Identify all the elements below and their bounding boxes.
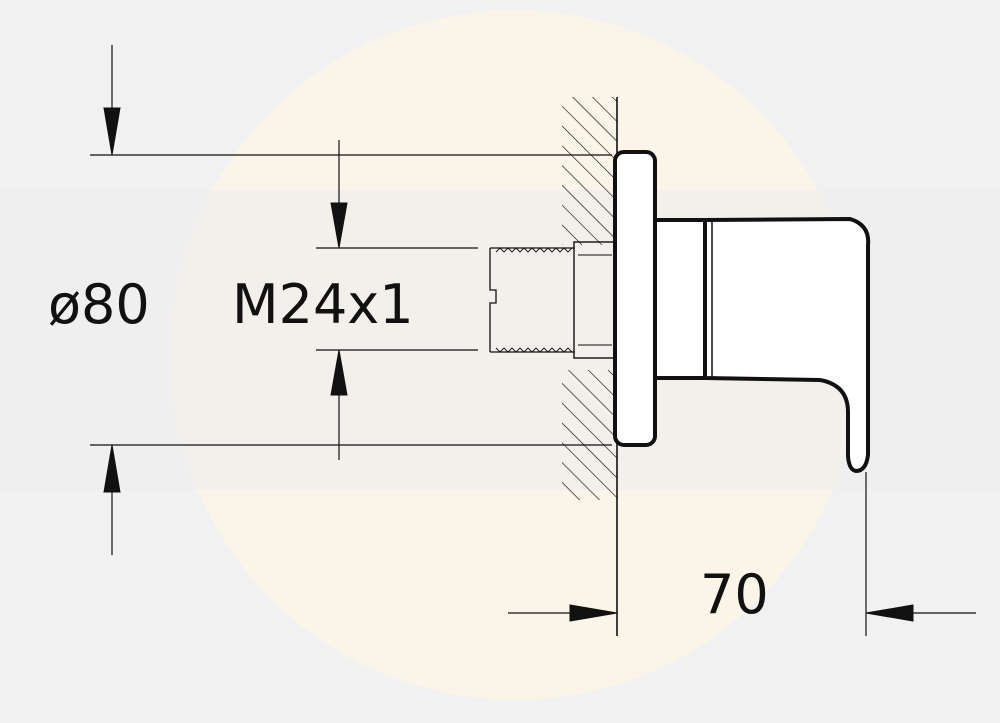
thread-dimension	[316, 140, 478, 460]
handle-collar	[653, 218, 707, 380]
wall-hatch-upper	[562, 97, 617, 245]
projection-arrow-right	[865, 604, 914, 622]
diameter-arrow-top	[103, 107, 121, 156]
projection-dimension	[508, 472, 976, 636]
handle-lever	[703, 217, 871, 473]
wall-hatch-lower	[562, 370, 617, 500]
rosette-plate	[613, 150, 657, 447]
diameter-arrow-bottom	[103, 444, 121, 493]
thread-label: M24x1	[232, 273, 414, 336]
projection-arrow-left	[569, 604, 618, 622]
thread-arrow-bottom	[330, 349, 348, 396]
diameter-label: ø80	[48, 273, 150, 336]
thread-arrow-top	[330, 202, 348, 249]
projection-label: 70	[700, 563, 769, 626]
diameter-dimension	[90, 45, 612, 555]
threaded-stem	[489, 241, 615, 359]
handle	[653, 217, 871, 473]
